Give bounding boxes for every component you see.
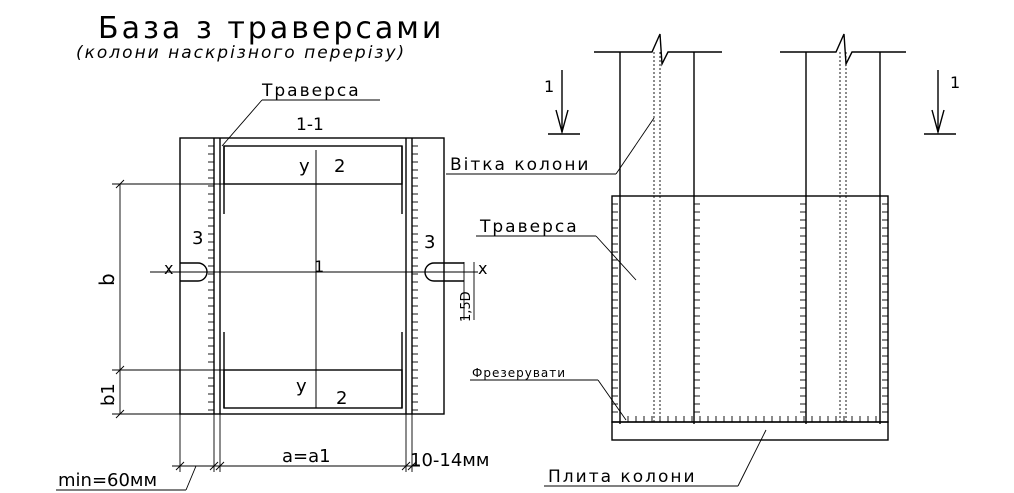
drawing-title: База з траверсами bbox=[98, 11, 444, 46]
plan-dim-a-tick-2 bbox=[209, 461, 219, 471]
drawing-subtitle: (колони наскрізного перерізу) bbox=[76, 43, 406, 63]
plan-num-3-left: 3 bbox=[192, 228, 203, 249]
plan-dim-a-tick-5 bbox=[407, 461, 417, 471]
plan-axis-y-bottom: у bbox=[296, 376, 307, 397]
plan-weld-ticks-left bbox=[208, 145, 214, 411]
plan-dim-a: a=a1 bbox=[282, 446, 331, 467]
elev-section-arrow-right-head bbox=[931, 109, 945, 135]
plan-axis-number: 1 bbox=[314, 257, 324, 276]
plan-traversa-label: Траверса bbox=[261, 81, 361, 101]
plan-dim-a-tick-3 bbox=[215, 461, 225, 471]
plan-num-2-top: 2 bbox=[334, 156, 345, 177]
elev-traversa-leader bbox=[595, 235, 637, 281]
plan-dim-min: min=60мм bbox=[58, 470, 157, 491]
plan-dim-a-tick-1 bbox=[175, 461, 185, 471]
elev-frez-leader bbox=[597, 379, 627, 421]
plan-anchor-slot-left bbox=[180, 262, 208, 282]
elev-plyta-label: Плита колони bbox=[548, 467, 697, 487]
elev-weld-ticks bbox=[612, 203, 888, 422]
elev-break-left bbox=[594, 33, 722, 67]
elev-break-right bbox=[780, 33, 906, 67]
elev-vitka-leader bbox=[615, 117, 655, 175]
plan-dim-b: b bbox=[95, 273, 119, 286]
plan-dim-tick-1 bbox=[115, 179, 125, 189]
elev-traversa-label: Траверса bbox=[479, 217, 579, 237]
elev-plyta-leader bbox=[737, 429, 767, 487]
plan-hole-dim: 1,5D bbox=[459, 291, 474, 322]
elev-base-plate bbox=[611, 421, 889, 441]
plan-section-label: 1-1 bbox=[296, 115, 324, 135]
plan-dim-tick-3 bbox=[115, 409, 125, 419]
plan-anchor-slot-right bbox=[424, 262, 464, 282]
plan-min-leader bbox=[185, 465, 197, 491]
plan-axis-x-left: х bbox=[164, 259, 173, 278]
elev-vitka-label: Вітка колони bbox=[450, 155, 590, 175]
elev-section-mark-left: 1 bbox=[544, 77, 554, 96]
elev-traverse bbox=[611, 195, 889, 423]
plan-axis-x-right: х bbox=[478, 259, 487, 278]
plan-branch-bottom bbox=[223, 369, 403, 409]
elevation-view: 1 1 Вітка колони Траверса Фрезерувати Пл… bbox=[446, 33, 960, 487]
plan-branch-top bbox=[223, 145, 403, 185]
elev-frezeruvaty-label: Фрезерувати bbox=[472, 366, 566, 380]
plan-view: Траверса 1-1 у 2 3 3 1 х х у 2 1,5D b b1… bbox=[56, 81, 489, 491]
plan-dim-tick-2 bbox=[115, 365, 125, 375]
elev-section-mark-right: 1 bbox=[950, 73, 960, 92]
plan-num-3-right: 3 bbox=[424, 232, 435, 253]
plan-traverse-leader bbox=[221, 99, 263, 147]
plan-axis-y-top: у bbox=[299, 156, 310, 177]
plan-dim-a-tick-4 bbox=[401, 461, 411, 471]
plan-base-plate bbox=[179, 137, 445, 415]
plan-num-2-bottom: 2 bbox=[336, 388, 347, 409]
elev-section-arrow-left-head bbox=[555, 109, 569, 135]
plan-dim-gap: 10-14мм bbox=[410, 450, 489, 471]
plan-weld-ticks-right bbox=[412, 145, 418, 411]
plan-dim-b1: b1 bbox=[98, 383, 119, 406]
